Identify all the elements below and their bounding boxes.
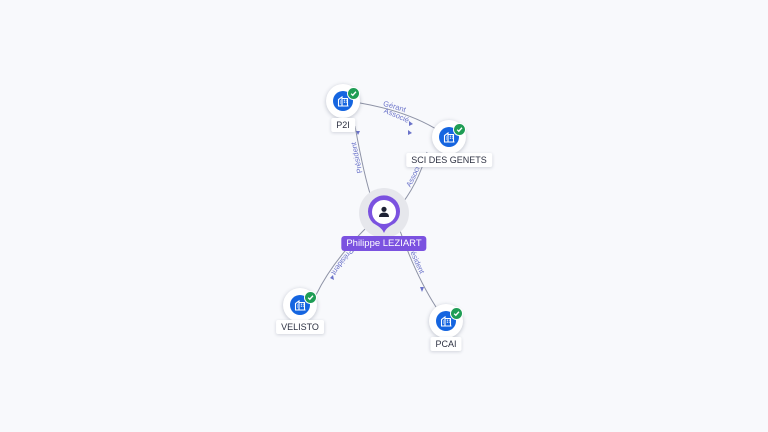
check-icon: [304, 291, 317, 304]
arrow-marker: [356, 131, 360, 135]
arrow-marker: [408, 130, 412, 135]
check-icon: [453, 123, 466, 136]
edge-label-person-p2i: Président: [349, 141, 364, 175]
arrow-marker: [330, 275, 334, 280]
edge-label-person-velisto: Président: [329, 247, 356, 278]
edge-p2i-sci: [359, 102, 437, 130]
arrow-marker: [409, 121, 413, 126]
person-label: Philippe LEZIART: [341, 236, 427, 251]
edge-person-velisto: [315, 227, 367, 296]
company-label: VELISTO: [276, 320, 324, 334]
check-icon: [347, 87, 360, 100]
person-icon: [379, 206, 389, 217]
company-label: SCI DES GENETS: [406, 153, 492, 167]
arrow-marker: [420, 287, 424, 292]
check-icon: [450, 307, 463, 320]
company-label: PCAI: [430, 337, 462, 351]
company-label: P2I: [331, 118, 355, 132]
